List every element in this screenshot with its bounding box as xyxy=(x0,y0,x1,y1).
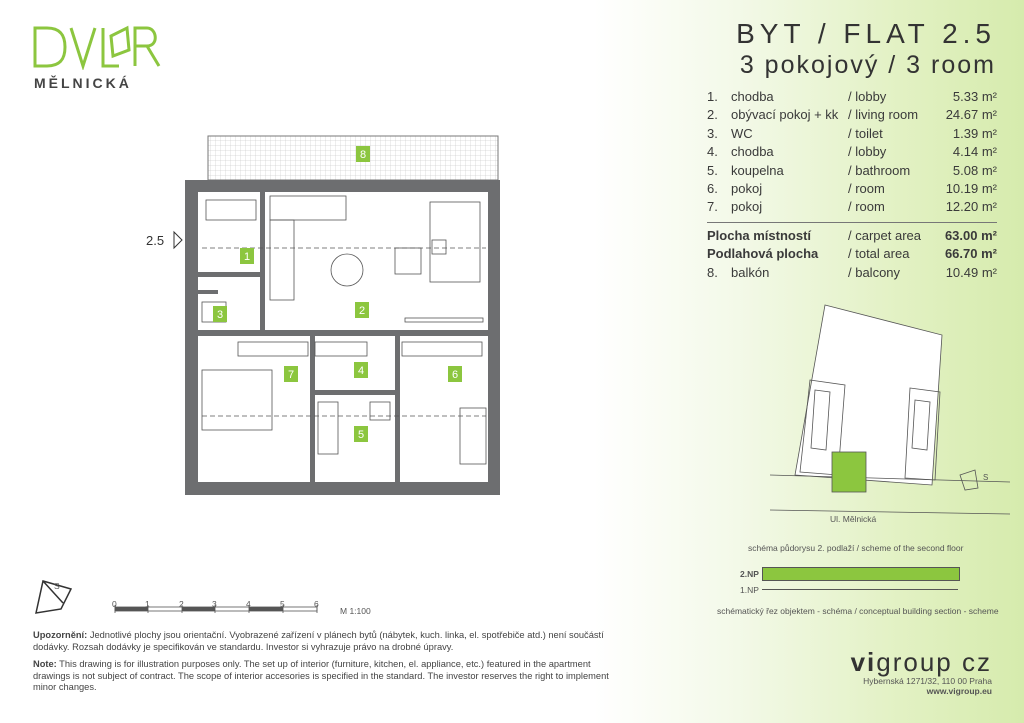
room-row: 5. koupelna / bathroom 5.08 m² xyxy=(707,162,997,180)
street-label: Ul. Mělnická xyxy=(830,514,877,524)
scale-compass-label: S xyxy=(54,581,60,591)
room-row: 7. pokoj / room 12.20 m² xyxy=(707,198,997,216)
room-number: 1 xyxy=(244,251,250,263)
compass-icon xyxy=(35,580,73,614)
scale-bar xyxy=(33,575,363,625)
room-num: 6. xyxy=(707,180,718,196)
room-row: 6. pokoj / room 10.19 m² xyxy=(707,180,997,198)
floor-bar-current xyxy=(762,567,960,581)
room-cz: obývací pokoj + kk xyxy=(731,107,839,123)
company-web: www.vigroup.eu xyxy=(926,686,992,696)
company-address-block: Hybernská 1271/32, 110 00 Praha www.vigr… xyxy=(863,676,992,696)
scheme-compass-label: S xyxy=(983,473,988,482)
room-area: 24.67 m² xyxy=(945,107,997,123)
note-cz: Upozornění: Jednotlivé plochy jsou orien… xyxy=(33,630,604,652)
room-number: 6 xyxy=(452,369,458,381)
room-area: 10.19 m² xyxy=(945,180,997,196)
room-cz: pokoj xyxy=(731,199,763,215)
room-num: 1. xyxy=(707,89,718,104)
flat-subtitle: 3 pokojový / 3 room xyxy=(739,51,996,79)
floor-label-current: 2.NP xyxy=(740,569,759,579)
note-en: Note: This drawing is for illustration p… xyxy=(33,659,609,693)
room-row: 2. obývací pokoj + kk / living room 24.67 m… xyxy=(707,106,997,124)
dvur-logo-mark xyxy=(33,25,161,71)
room-cz: pokoj xyxy=(731,180,763,196)
compass-icon xyxy=(959,469,979,491)
room-en: / toilet xyxy=(848,125,883,141)
scale-drawing xyxy=(35,580,318,614)
floor-bar xyxy=(762,589,958,590)
room-area: 5.33 m² xyxy=(952,89,997,104)
room-area: 5.08 m² xyxy=(952,162,997,178)
room-area: 1.39 m² xyxy=(952,125,997,141)
floor-plan: 8 1 2 3 4 5 6 7 2.5 xyxy=(140,130,520,505)
room-num: 4. xyxy=(707,144,718,160)
room-table: 1. chodba / lobby 5.33 m² 2. obývací pokoj + … xyxy=(707,88,997,282)
flat-title: BYT / FLAT 2.5 xyxy=(736,18,996,49)
room-cz: WC xyxy=(731,125,753,141)
room-en: / lobby xyxy=(848,89,887,104)
notes: Upozornění: Jednotlivé plochy jsou orien… xyxy=(33,630,623,700)
room-num: 2. xyxy=(707,107,718,123)
room-area: 12.20 m² xyxy=(945,199,997,215)
scale-tick-label: 5 xyxy=(280,599,285,609)
room-row: 1. chodba / lobby 5.33 m² xyxy=(707,88,997,106)
entrance-arrow-icon xyxy=(173,230,183,250)
company-address: Hybernská 1271/32, 110 00 Praha xyxy=(863,676,992,686)
room-en: / lobby xyxy=(848,144,887,160)
room-number: 8 xyxy=(360,149,366,161)
section-caption: schématický řez objektem - schéma / conc… xyxy=(717,606,999,616)
scale-label: M 1:100 xyxy=(340,606,371,616)
unit-label: 2.5 xyxy=(146,233,164,248)
company-name-prefix: vi xyxy=(850,647,877,677)
scale-tick-label: 4 xyxy=(246,599,251,609)
room-cz: chodba xyxy=(731,144,774,160)
room-area: 4.14 m² xyxy=(952,144,997,160)
room-en: / living room xyxy=(848,107,919,123)
room-number: 2 xyxy=(359,305,365,317)
floor-plan-drawing: 8 1 2 3 4 5 6 7 2.5 xyxy=(146,135,500,495)
company-name: group cz xyxy=(876,647,992,677)
room-num: 3. xyxy=(707,125,718,141)
room-en: / room xyxy=(848,180,885,196)
room-number: 5 xyxy=(358,429,364,441)
room-row: 3. WC / toilet 1.39 m² xyxy=(707,125,997,143)
flat-highlight xyxy=(831,451,867,493)
room-en: / bathroom xyxy=(848,162,911,178)
scale-tick-label: 1 xyxy=(145,599,150,609)
room-cz: chodba xyxy=(731,89,774,104)
room-number: 7 xyxy=(288,369,294,381)
company-logo: vigroup cz xyxy=(851,647,992,678)
site-scheme: S xyxy=(769,300,1011,545)
balcony-area xyxy=(207,135,499,181)
scale-tick-label: 6 xyxy=(314,599,319,609)
room-number: 3 xyxy=(217,309,223,321)
logo xyxy=(33,24,163,75)
scale-tick-label: 0 xyxy=(112,599,117,609)
site-scheme-drawing: S xyxy=(769,304,1011,515)
room-num: 7. xyxy=(707,199,718,215)
room-cz: koupelna xyxy=(731,162,784,178)
table-divider xyxy=(707,221,997,223)
scheme-caption: schéma půdorysu 2. podlaží / scheme of t… xyxy=(748,543,964,553)
floor-label: 1.NP xyxy=(740,585,759,595)
room-row: 4. chodba / lobby 4.14 m² xyxy=(707,143,997,161)
room-num: 5. xyxy=(707,162,718,178)
room-en: / room xyxy=(848,199,885,215)
logo-subtitle: MĚLNICKÁ xyxy=(34,75,132,91)
scale-tick-label: 2 xyxy=(179,599,184,609)
scale-tick-label: 3 xyxy=(212,599,217,609)
room-number: 4 xyxy=(358,365,364,377)
